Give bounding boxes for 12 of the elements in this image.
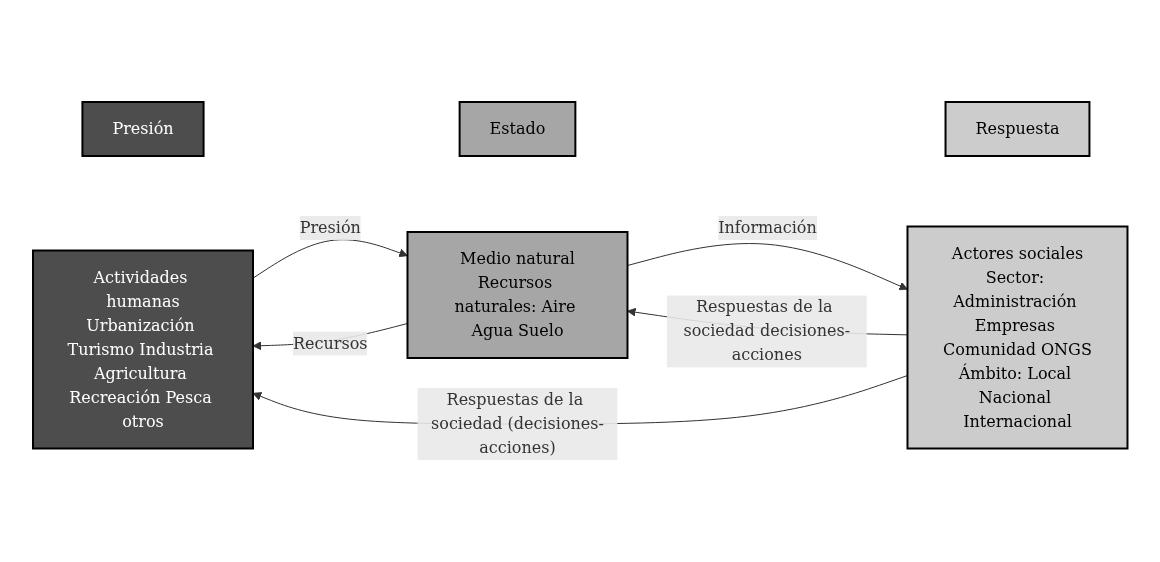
- arrow: [252, 239, 408, 279]
- edge-label: Presión: [299, 218, 361, 237]
- node-box: Estado: [458, 101, 577, 157]
- edge-label: Información: [717, 218, 817, 237]
- edge-label: Respuestas de la sociedad (decisiones-acciones): [430, 390, 604, 457]
- node-box: Presión: [81, 101, 205, 157]
- node-box: Respuesta: [944, 101, 1091, 157]
- node-box: Actividades humanas Urbanización Turismo Industria Agricultura Recreación Pesca otros: [31, 249, 254, 450]
- node-box: Actores sociales Sector: Administración Empresas Comunidad ONGS Ámbito: Local Nacional Internacional: [906, 225, 1129, 450]
- node-box: Medio natural Recursos naturales: Aire Agua Suelo: [406, 231, 629, 359]
- edge-label: Respuestas de la sociedad decisiones-acciones: [683, 297, 850, 365]
- edge-label: Recursos: [292, 333, 368, 353]
